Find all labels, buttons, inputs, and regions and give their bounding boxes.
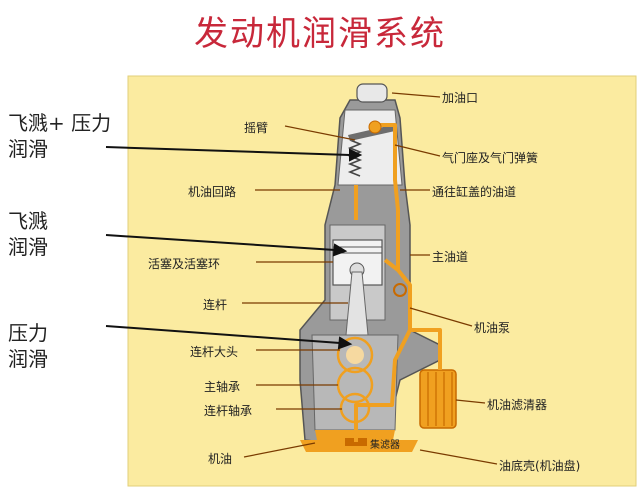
label-oil-filler: 加油口 [442,91,479,105]
side-label-line: 飞溅+ 压力 [8,111,112,135]
oil-filler-cap [356,83,388,103]
label-main-bearing: 主轴承 [204,380,241,394]
label-main-gallery: 主油道 [432,250,469,264]
side-arrows [105,146,363,350]
label-oil-filter: 机油滤清器 [487,398,548,412]
label-rocker-arm: 摇臂 [244,121,269,135]
side-label-splash: 飞溅 润滑 [8,208,48,260]
oil-circuit [354,123,442,442]
label-sump: 油底壳(机油盘) [499,459,581,473]
label-head-oil-passage: 通往缸盖的油道 [432,185,517,199]
side-label-pressure: 压力 润滑 [8,320,48,372]
rocker-arm [348,125,395,141]
left-leader-lines [242,125,356,458]
page-title: 发动机润滑系统 [194,14,446,54]
label-oil-circuit: 机油回路 [188,185,237,199]
side-label-line: 润滑 [8,137,48,161]
label-oil: 机油 [208,452,233,466]
right-leader-lines [391,92,498,465]
oil-filter [419,369,457,429]
rocker-oil-point [368,120,382,134]
valve-cover [337,109,403,186]
side-label-line: 润滑 [8,347,48,371]
label-oil-pump: 机油泵 [474,321,511,335]
label-strainer: 集滤器 [370,440,400,451]
side-label-line: 压力 [8,321,48,345]
label-piston-rings: 活塞及活塞环 [148,257,221,271]
label-rod-bearing: 连杆轴承 [204,404,253,418]
side-label-line: 飞溅 [8,209,48,233]
label-big-end: 连杆大头 [190,345,239,359]
label-valve-seat-spring: 气门座及气门弹簧 [442,151,539,165]
side-label-splash-pressure: 飞溅+ 压力 润滑 [8,110,111,162]
oil-pump-gear [393,283,407,297]
label-connecting-rod: 连杆 [203,298,228,312]
side-label-line: 润滑 [8,235,48,259]
